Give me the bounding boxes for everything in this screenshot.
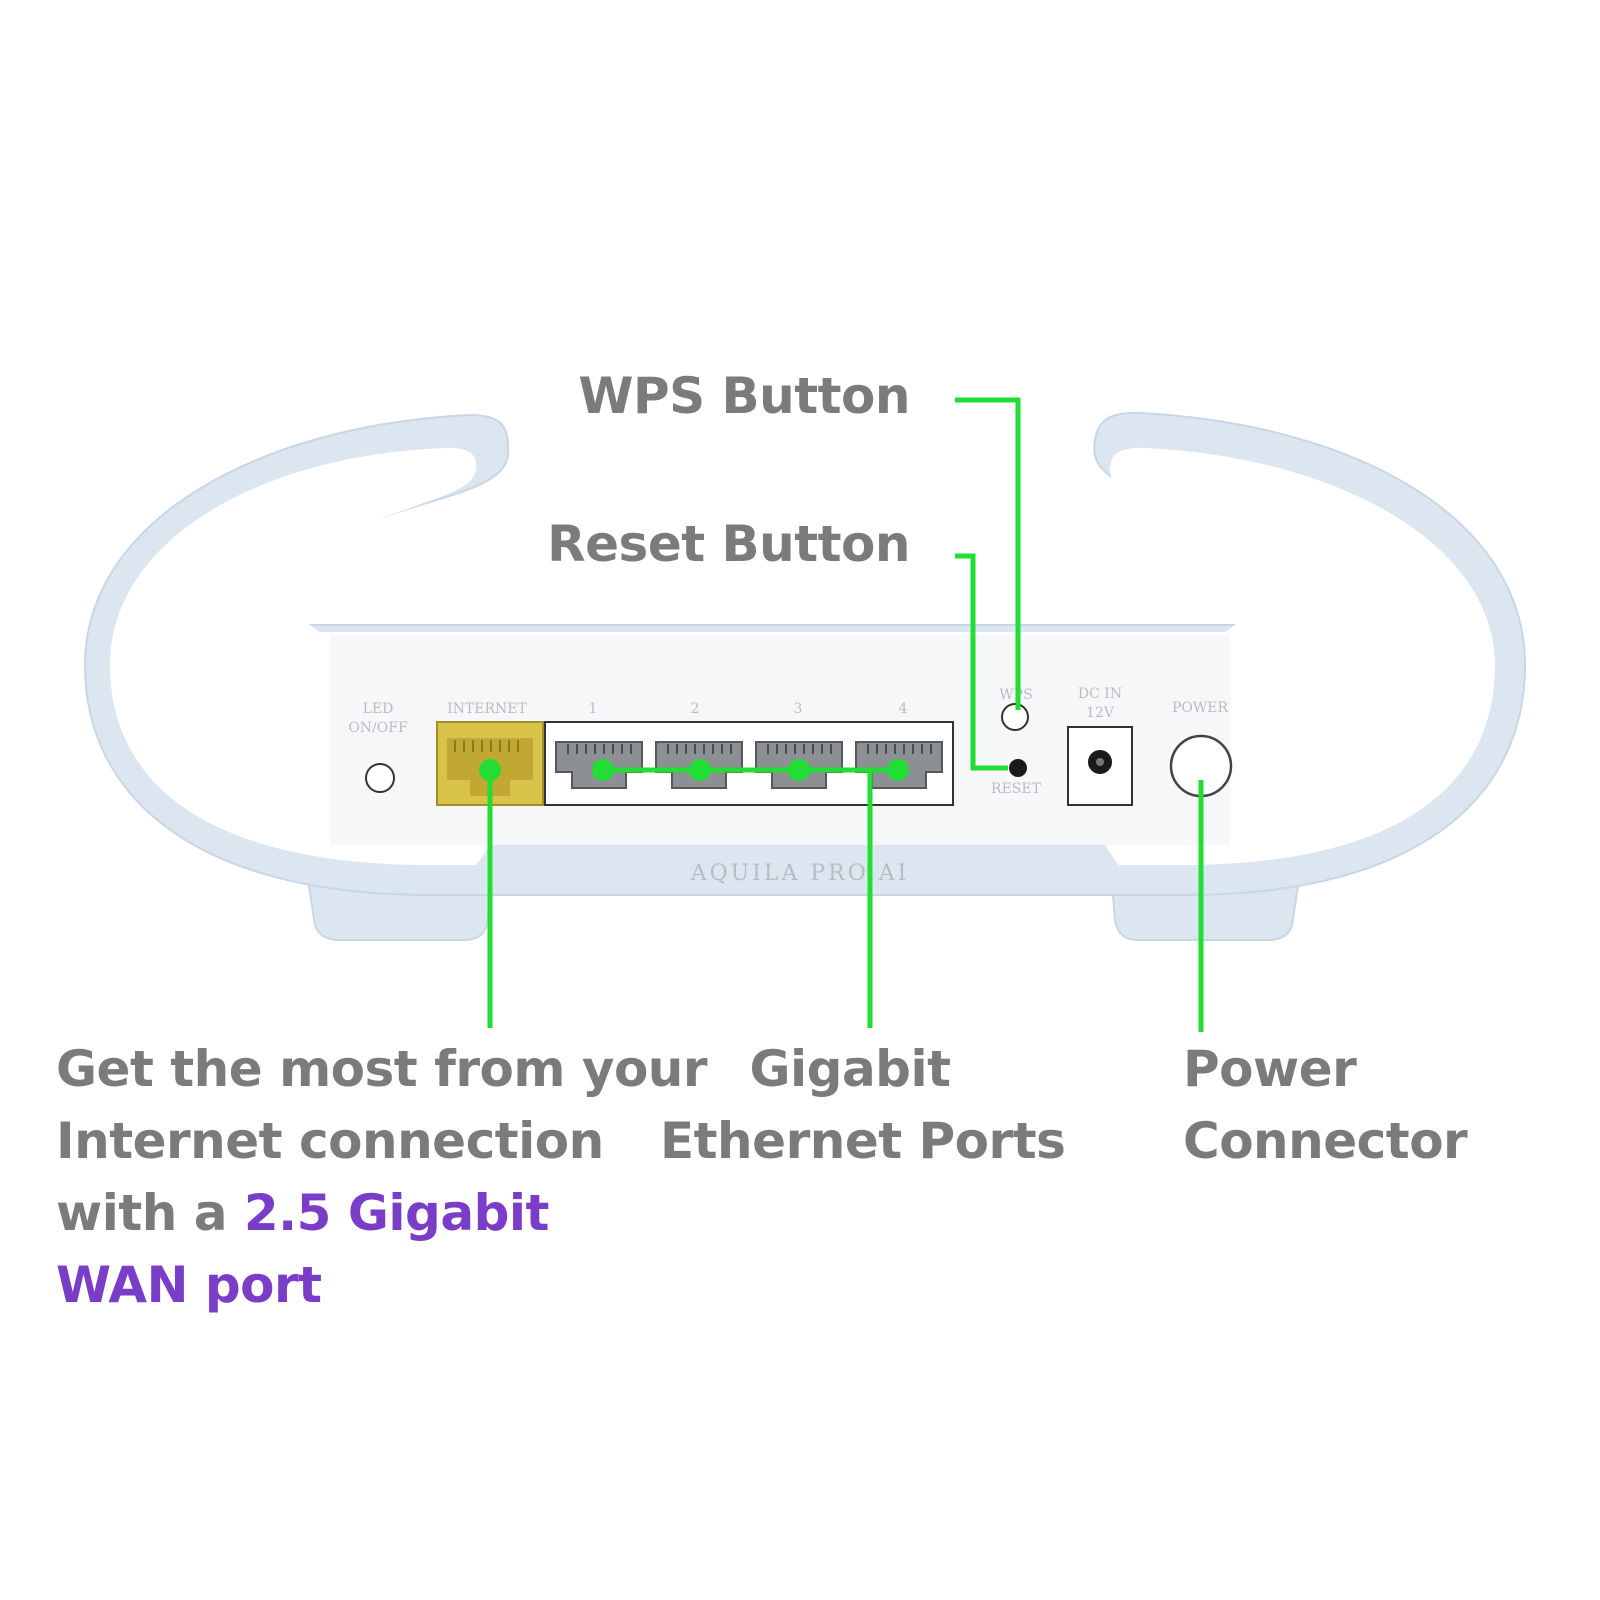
port1-label: 1 — [589, 701, 598, 717]
lan-port1-dot — [592, 759, 614, 781]
brand-name: AQUILA PRO AI — [690, 861, 910, 886]
leader-dots — [479, 759, 909, 781]
internet-label: INTERNET — [447, 701, 527, 717]
reset-device-label: RESET — [991, 781, 1042, 797]
router-body: AQUILA PRO AI — [83, 411, 1527, 941]
dc-in-group: DC IN 12V — [1067, 686, 1133, 806]
wan-port-group: INTERNET — [436, 701, 544, 806]
gigabit-callout-line2: Ethernet Ports — [660, 1112, 1066, 1170]
gigabit-callout: Gigabit Ethernet Ports — [660, 1033, 1066, 1177]
wan-port-dot — [479, 759, 501, 781]
led-switch-group: LED ON/OFF — [348, 701, 408, 793]
led-label-line1: LED — [363, 701, 394, 717]
reset-callout: Reset Button — [547, 515, 910, 573]
lan-port4-dot — [887, 759, 909, 781]
gigabit-callout-line1: Gigabit — [749, 1040, 951, 1098]
lan-port2-dot — [689, 759, 711, 781]
wan-callout-line3: with a 2.5 Gigabit — [56, 1177, 707, 1249]
power-group: POWER — [1169, 700, 1233, 798]
dcin-label-line2: 12V — [1086, 705, 1115, 721]
power-callout-line1: Power — [1183, 1040, 1357, 1098]
power-callout-line2: Connector — [1183, 1112, 1468, 1170]
lan-port3-dot — [788, 759, 810, 781]
led-label-line2: ON/OFF — [348, 720, 408, 736]
lan-ports-group: 1 2 3 4 — [544, 701, 954, 806]
dcin-label-line1: DC IN — [1078, 686, 1122, 702]
port3-label: 3 — [794, 701, 803, 717]
wan-callout-line4: WAN port — [56, 1256, 322, 1314]
wan-callout: Get the most from your Internet connecti… — [56, 1033, 708, 1321]
wps-reset-group: WPS RESET — [991, 687, 1042, 797]
reset-leader-line — [955, 553, 1008, 771]
led-switch-button[interactable] — [365, 763, 395, 793]
wps-leader-line — [955, 397, 1021, 710]
port2-label: 2 — [691, 701, 700, 717]
wan-callout-highlight: 2.5 Gigabit — [243, 1184, 550, 1242]
wan-callout-line1: Get the most from your — [56, 1040, 708, 1098]
brand-strip — [470, 845, 1125, 875]
reset-button[interactable] — [1009, 759, 1027, 777]
wan-callout-line2: Internet connection — [56, 1112, 604, 1170]
port4-label: 4 — [899, 701, 908, 717]
wan-callout-line3-prefix: with a — [56, 1184, 244, 1242]
wps-button[interactable] — [1001, 703, 1029, 731]
wps-callout: WPS Button — [578, 367, 910, 425]
power-callout: Power Connector — [1183, 1033, 1468, 1177]
power-device-label: POWER — [1172, 700, 1229, 716]
leader-lines — [487, 397, 1204, 1032]
